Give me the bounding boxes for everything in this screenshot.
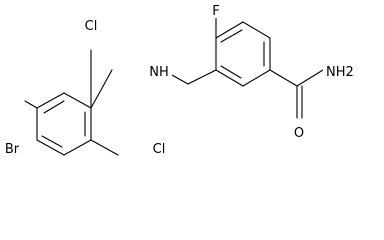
bond [269,69,298,87]
atom-labels: F Cl Cl Br NH NH2 O [0,2,363,157]
bond [36,92,65,109]
bond [90,139,119,156]
bonds [24,15,324,156]
fluorine-label: F [212,4,219,19]
chlorine-label-bottom: Cl [153,142,166,157]
bond [220,29,243,43]
bond [220,65,242,79]
bond [41,135,63,148]
chemical-structure-diagram: F Cl Cl Br NH NH2 O [0,2,363,157]
bond [242,21,271,39]
bond [63,92,92,109]
bond [215,69,244,87]
bond [187,69,217,85]
chlorine-label-top: Cl [85,19,98,34]
bond [215,21,244,39]
bond [296,69,324,87]
bond [90,69,113,109]
bond [24,100,38,109]
carbonyl-oxygen-label: O [294,126,304,141]
bond [63,139,92,156]
bond [36,139,65,156]
amine-label: NH [149,65,169,80]
bromine-label: Br [5,142,20,157]
bond [242,69,271,87]
amide-nitrogen-label: NH2 [326,65,354,80]
bond [43,100,65,114]
